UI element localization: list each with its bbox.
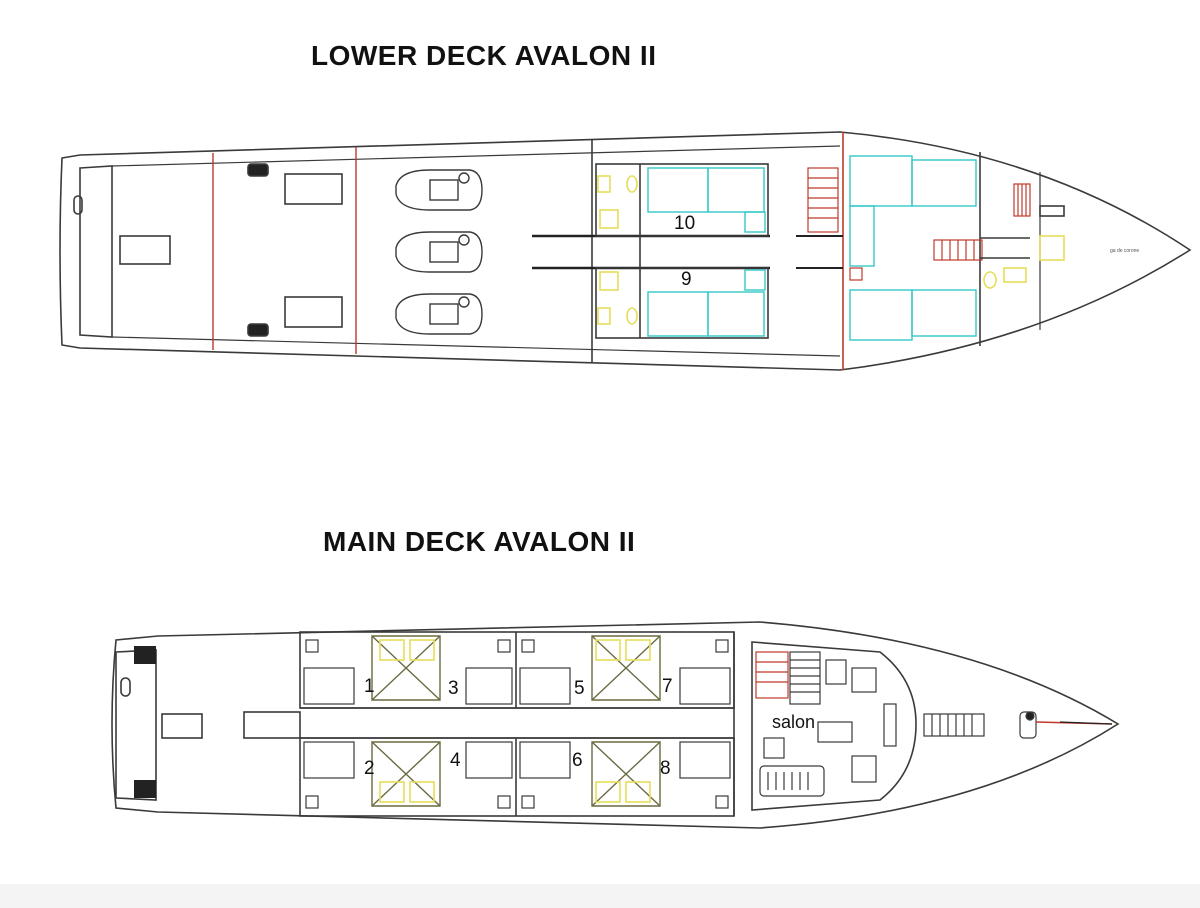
salon-outline [751,641,917,811]
lower-deck-engine [395,169,483,335]
main-deck-title: MAIN DECK AVALON II [323,526,636,557]
salon-label: salon [772,712,815,732]
cabin-number-6: 6 [572,750,583,771]
cabin-number-2: 2 [364,758,375,779]
bottom-band [0,884,1200,908]
cabin-number-8: 8 [660,758,671,779]
cabin-number-7: 7 [662,676,673,697]
cabin-number-3: 3 [448,678,459,699]
bow-label: ga de corone [1110,248,1139,254]
lower-deck-title: LOWER DECK AVALON II [311,40,657,71]
cabin-number-9: 9 [681,269,692,290]
cabin-number-5: 5 [574,678,585,699]
main-deck-plan [111,621,1120,829]
lower-deck-plan [59,131,1192,371]
lower-deck-hull [59,131,1192,371]
lower-deck-stern-inner [79,165,113,338]
cabin-number-10: 10 [674,213,695,234]
cabin-number-1: 1 [364,676,375,697]
main-deck-stern-inner [115,649,157,801]
cabin-number-4: 4 [450,750,461,771]
main-deck-hull [111,621,1120,829]
